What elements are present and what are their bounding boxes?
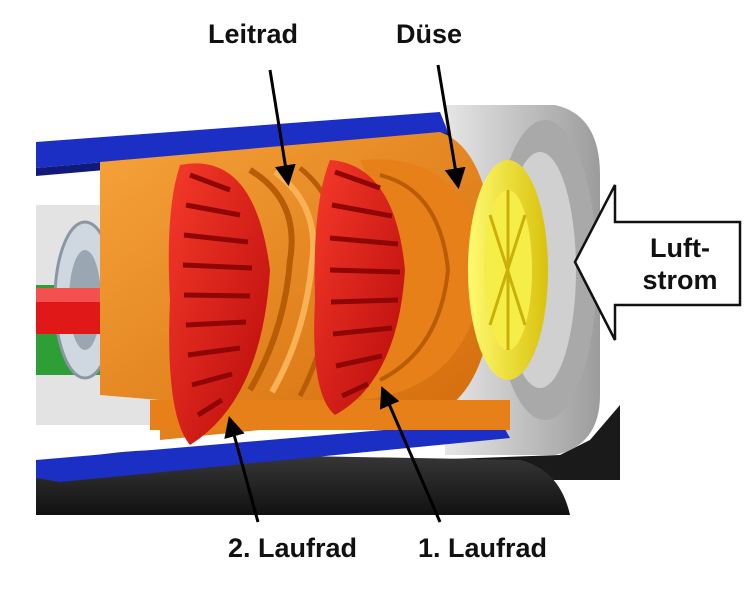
leader-line-nozzle <box>436 64 466 190</box>
rotor-1 <box>314 160 405 415</box>
airflow-label-line-2: strom <box>642 265 718 295</box>
rotor-1-label: 1. Laufrad <box>418 533 548 563</box>
airflow-label: Luft- strom <box>630 232 730 296</box>
stator-nozzle-body <box>100 132 510 440</box>
stator-label: Leitrad <box>208 19 299 49</box>
rotor-2 <box>168 163 270 446</box>
leader-line-stator <box>268 69 296 187</box>
airflow-arrow <box>573 184 742 341</box>
leader-line-rotor-2 <box>224 415 260 523</box>
nozzle-label: Düse <box>396 19 463 49</box>
airflow-label-line-1: Luft- <box>650 233 710 263</box>
inlet-ring <box>468 160 548 380</box>
leader-line-rotor-1 <box>380 386 442 523</box>
leader-lines <box>224 64 466 523</box>
rotor-2-label: 2. Laufrad <box>228 533 358 563</box>
